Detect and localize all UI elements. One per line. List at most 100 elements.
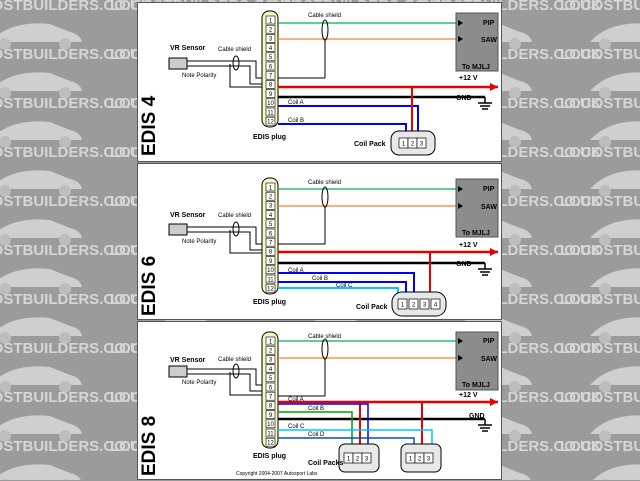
coil-b-wire [278, 281, 407, 294]
saw-label: SAW [481, 356, 497, 363]
pin-6 [265, 228, 276, 238]
pin-2 [265, 345, 276, 355]
pin-label: 11 [267, 277, 274, 283]
pin-label: 12 [267, 441, 274, 447]
pin-label: 7 [269, 241, 273, 247]
car-watermark-icon [0, 464, 81, 480]
coil-terminal-3 [423, 452, 434, 464]
pin-9 [265, 89, 276, 98]
pin-3 [265, 355, 276, 364]
car-watermark-icon [0, 268, 82, 287]
coil-d-label: Coil D [308, 432, 325, 438]
coil-pack [391, 291, 447, 317]
vr-sensor-label: VR Sensor [170, 45, 206, 52]
pin-label: 6 [269, 64, 273, 70]
car-watermark-icon [590, 219, 640, 238]
pin-7 [265, 391, 276, 401]
coil-b-wire [278, 411, 353, 447]
note-polarity-label: Note Polarity [182, 73, 216, 79]
saw-label: SAW [481, 204, 497, 211]
pin-label: 12 [267, 287, 274, 293]
pin-label: 5 [269, 222, 273, 228]
coil-a-label: Coil A [288, 268, 304, 274]
to-mjlj-label: To MJLJ [462, 382, 490, 389]
pin-label: 3 [269, 204, 273, 210]
pin-4 [265, 364, 276, 373]
watermark-text: LOCOSTBUILDERS.CO.UK [560, 0, 640, 14]
panel-title: EDIS 6 [139, 256, 160, 316]
coil-b-label: Coil B [308, 406, 324, 412]
cable-shield-top-label: Cable shield [308, 180, 341, 186]
coil-a-wire [278, 105, 419, 133]
pin-label: 4 [269, 213, 273, 219]
pip-label: PIP [483, 338, 495, 345]
terminal-label: 3 [427, 457, 431, 463]
pip-label: PIP [483, 186, 495, 193]
pin-label: 1 [269, 18, 273, 24]
pin-8 [265, 80, 276, 89]
pin-5 [265, 52, 276, 62]
edis-plug-label: EDIS plug [253, 134, 286, 141]
coil-a-label: Coil A [288, 397, 304, 403]
coil-c-wire [278, 287, 399, 294]
edis-plug-label: EDIS plug [253, 453, 286, 460]
pin-2 [265, 24, 276, 34]
watermark-text: LOCOSTBUILDERS.CO.UK [0, 242, 152, 259]
car-watermark-icon [590, 268, 640, 287]
pin-5 [265, 373, 276, 383]
coil-terminal-3 [361, 452, 372, 464]
pin-label: 1 [269, 185, 273, 191]
car-watermark-icon [590, 170, 640, 189]
pin-4 [265, 43, 276, 52]
watermark-text: LOCOSTBUILDERS.CO.UK [560, 193, 640, 210]
vr-sensor-label: VR Sensor [170, 357, 206, 364]
saw-label: SAW [481, 37, 497, 44]
pin-7 [265, 70, 276, 80]
car-watermark-icon [0, 170, 82, 189]
pin-4 [265, 210, 276, 219]
pin-label: 2 [269, 349, 273, 355]
terminal-label: 2 [411, 142, 415, 148]
car-watermark-icon [593, 464, 640, 480]
terminal-label: 2 [356, 457, 360, 463]
pin-11 [265, 428, 276, 438]
pin-label: 10 [267, 101, 274, 107]
coil-pack-label: Coil Packs [308, 460, 344, 467]
watermark-text: LOCOSTBUILDERS.CO.UK [0, 340, 152, 357]
coil-b-label: Coil B [288, 118, 304, 124]
pin-label: 5 [269, 376, 273, 382]
pin-label: 8 [269, 250, 273, 256]
car-watermark-icon [0, 317, 82, 336]
pin-label: 9 [269, 92, 273, 98]
plus12v-label: +12 V [459, 242, 478, 249]
watermark-text: LOCOSTBUILDERS.CO.UK [560, 438, 640, 455]
pin-9 [265, 410, 276, 419]
car-watermark-icon [0, 72, 82, 91]
car-watermark-icon [0, 219, 82, 238]
pin-label: 6 [269, 231, 273, 237]
terminal-label: 3 [365, 457, 369, 463]
pin-12 [265, 283, 276, 293]
gnd-label: GND [469, 413, 485, 420]
car-watermark-icon [590, 121, 640, 140]
pin-label: 4 [269, 367, 273, 373]
pin-label: 12 [267, 120, 274, 126]
plus12v-label: +12 V [459, 392, 478, 399]
watermark-text: LOCOSTBUILDERS.CO.UK [0, 46, 152, 63]
panel-title: EDIS 8 [139, 416, 160, 476]
pin-2 [265, 191, 276, 201]
pin-label: 9 [269, 259, 273, 265]
mjlj-box [455, 331, 499, 391]
car-watermark-icon [590, 72, 640, 91]
cable-shield-left-label: Cable shield [218, 213, 251, 219]
pin-label: 8 [269, 83, 273, 89]
car-watermark-icon [0, 366, 82, 385]
cable-shield-top-label: Cable shield [308, 334, 341, 340]
pin-label: 7 [269, 395, 273, 401]
car-watermark-icon [590, 317, 640, 336]
coil-b-label: Coil B [312, 276, 328, 282]
watermark-text: LOCOSTBUILDERS.CO.UK [0, 0, 152, 14]
pin-label: 3 [269, 358, 273, 364]
